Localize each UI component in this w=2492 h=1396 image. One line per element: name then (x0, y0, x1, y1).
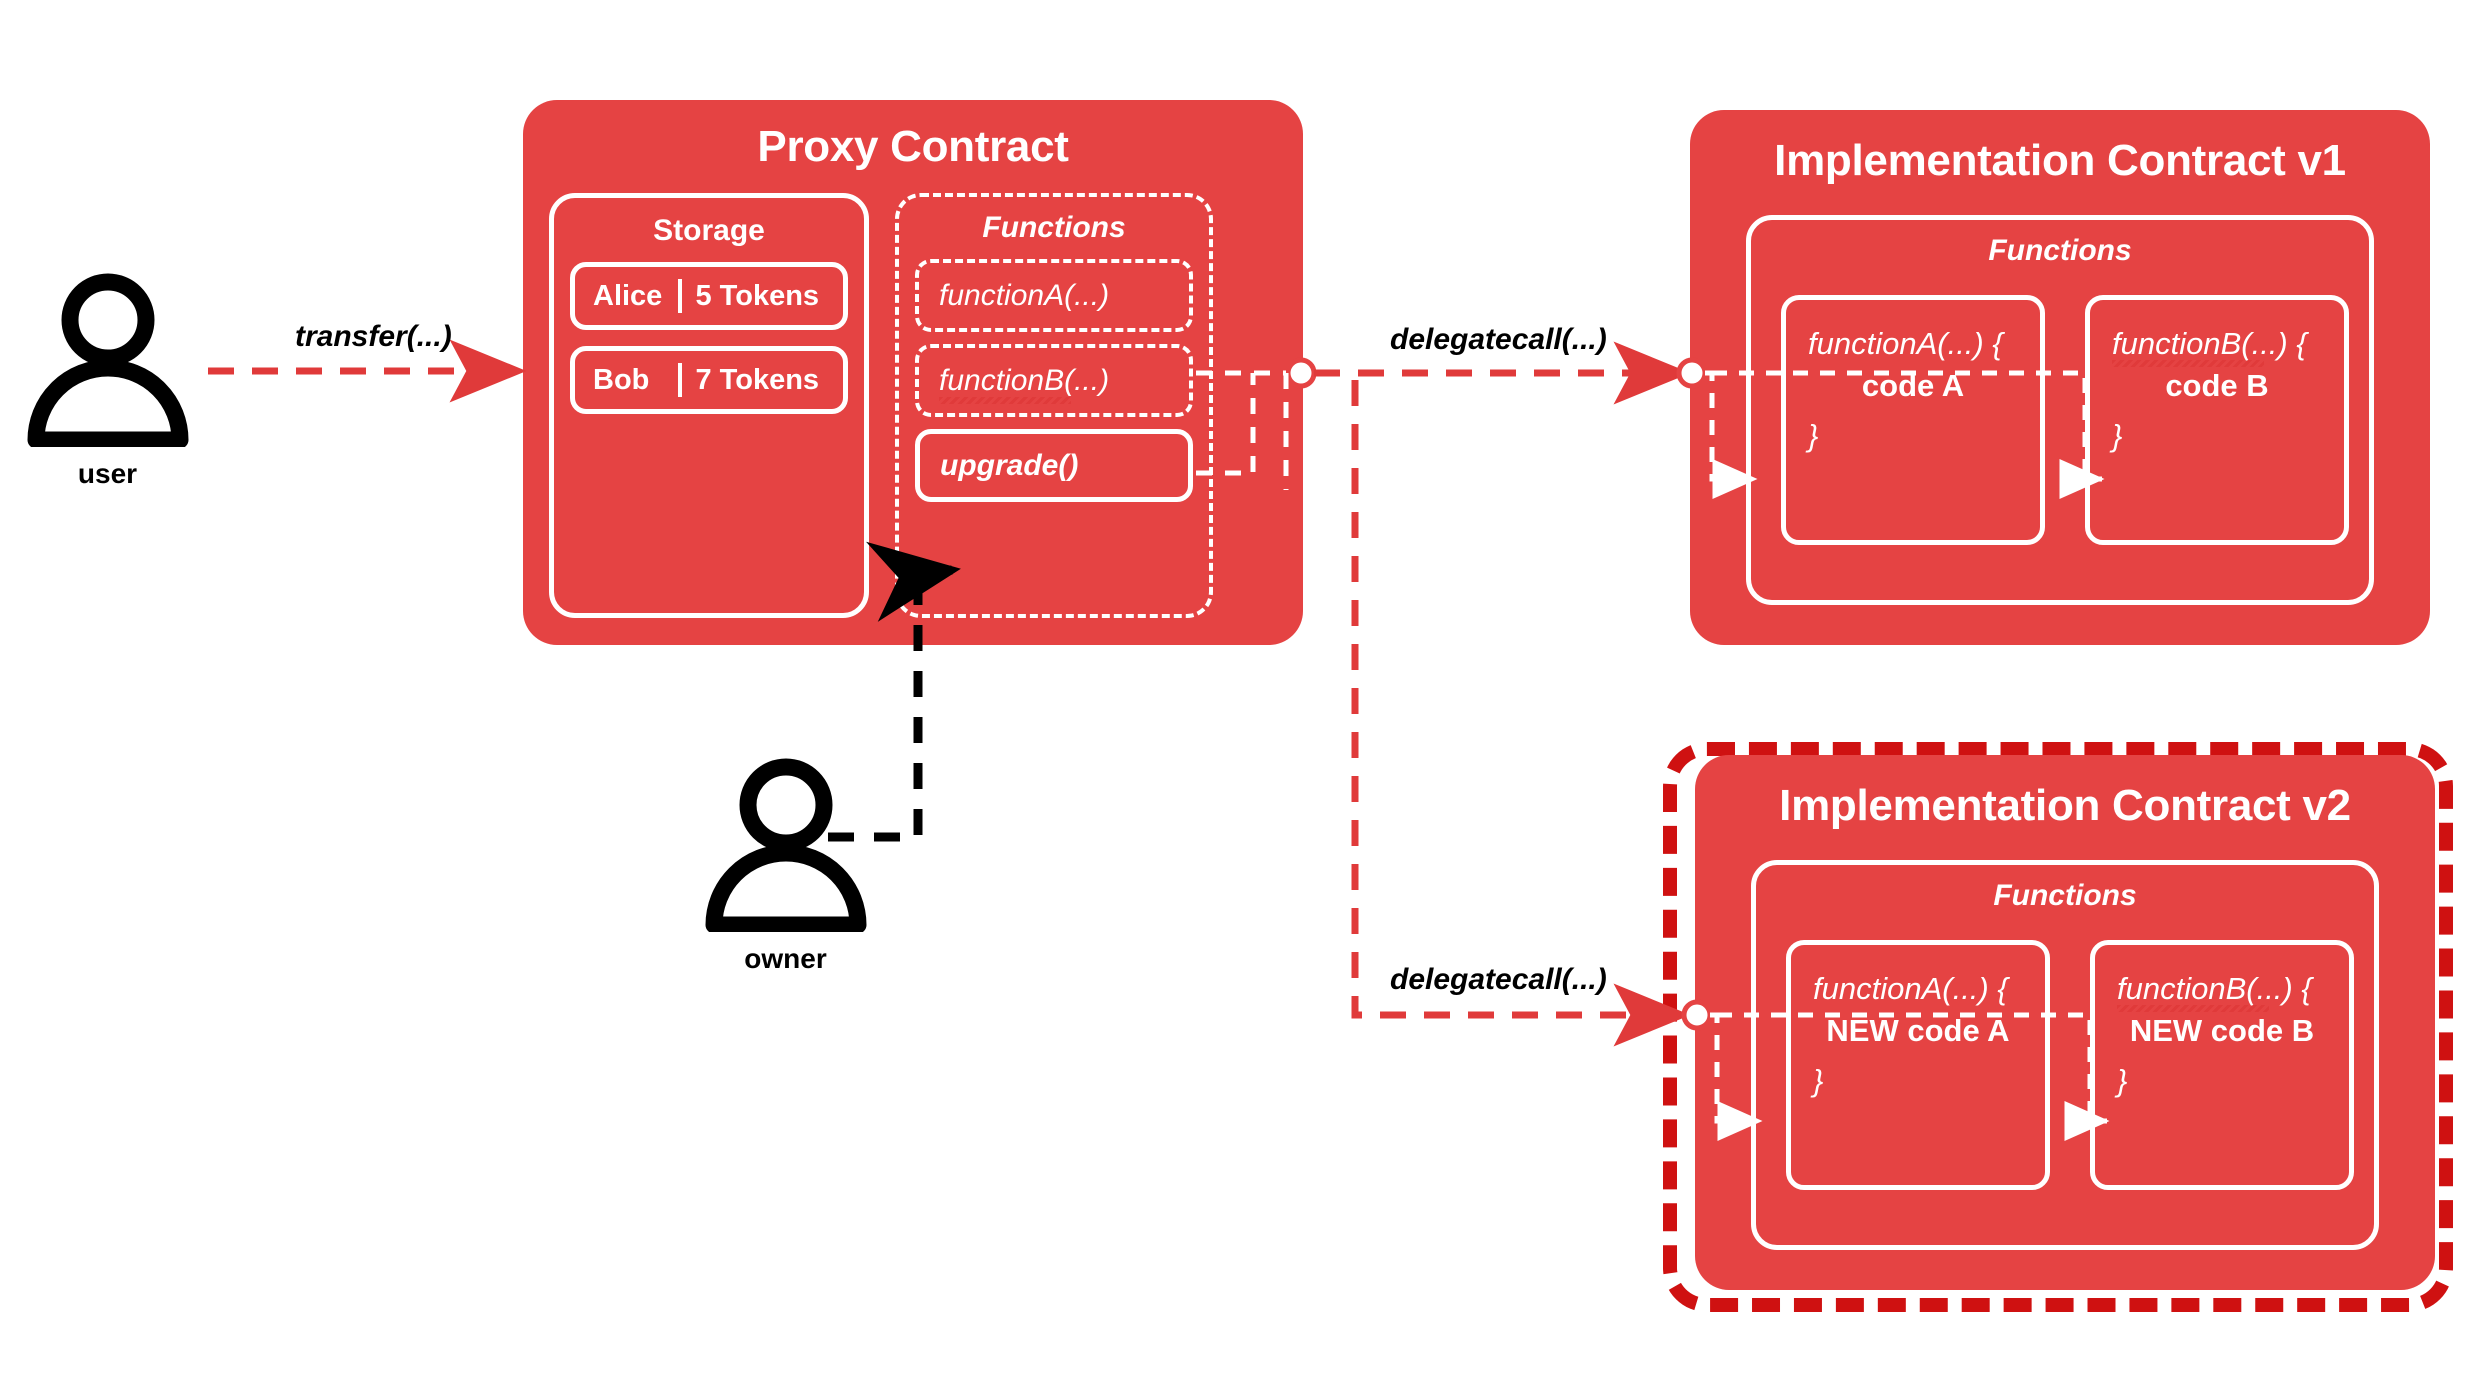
proxy-storage-box: Storage Alice 5 Tokens Bob 7 Tokens (549, 193, 869, 618)
proxy-function-label: functionB(...) (939, 363, 1110, 404)
impl-v1-title: Implementation Contract v1 (1774, 136, 2346, 185)
code-close-brace: } (2117, 1062, 2128, 1098)
code-body: NEW code A (1826, 1012, 2010, 1048)
edge-label-transfer: transfer(...) (295, 320, 452, 353)
edge-label-delegatecall-v1: delegatecall(...) (1390, 323, 1607, 356)
impl-v1-code-box-functionA[interactable]: functionA(...) { code A } (1781, 295, 2045, 545)
proxy-function-label: upgrade() (940, 448, 1079, 482)
impl-v2-contract-card: Implementation Contract v2 Functions fun… (1695, 755, 2435, 1290)
proxy-function-upgrade[interactable]: upgrade() (915, 429, 1193, 502)
storage-slot-divider (677, 279, 682, 313)
storage-slot-key: Alice (593, 279, 663, 312)
proxy-function-functionA[interactable]: functionA(...) (915, 259, 1193, 332)
proxy-contract-title: Proxy Contract (757, 122, 1069, 171)
impl-v2-code-box-functionA[interactable]: functionA(...) { NEW code A } (1786, 940, 2050, 1190)
code-close-brace: } (2112, 417, 2123, 453)
storage-title: Storage (653, 214, 765, 247)
code-signature: functionB(...) { (2112, 326, 2307, 367)
proxy-functions-title: Functions (982, 211, 1126, 244)
impl-v1-function-row: functionA(...) { code A } functionB(...)… (1781, 295, 2349, 545)
impl-v2-functions-box: Functions functionA(...) { NEW code A } … (1751, 860, 2379, 1250)
code-close-brace: } (1808, 417, 1819, 453)
code-body: code B (2165, 367, 2269, 403)
proxy-contract-card: Proxy Contract Storage Alice 5 Tokens Bo… (523, 100, 1303, 645)
actor-owner: owner (688, 757, 883, 975)
impl-v1-code-box-functionB[interactable]: functionB(...) { code B } (2085, 295, 2349, 545)
actor-owner-label: owner (744, 943, 827, 974)
proxy-function-label: functionA(...) (939, 278, 1110, 312)
proxy-functions-box: Functions functionA(...) functionB(...) … (895, 193, 1213, 618)
impl-v2-function-row: functionA(...) { NEW code A } functionB(… (1786, 940, 2354, 1190)
person-icon (705, 758, 866, 934)
storage-slot-key: Bob (593, 363, 650, 396)
storage-slot: Alice 5 Tokens (570, 262, 848, 330)
impl-v2-code-box-functionB[interactable]: functionB(...) { NEW code B } (2090, 940, 2354, 1190)
code-signature: functionA(...) { (1813, 971, 2008, 1006)
actor-user: user (10, 272, 205, 490)
code-signature: functionA(...) { (1808, 326, 2003, 361)
edge-delegatecall-v2-line (1351, 380, 1691, 1047)
edge-label-delegatecall-v2: delegatecall(...) (1390, 963, 1607, 996)
proxy-columns: Storage Alice 5 Tokens Bob 7 Tokens Func… (549, 193, 1277, 618)
impl-v1-functions-box: Functions functionA(...) { code A } func… (1746, 215, 2374, 605)
impl-v1-contract-card: Implementation Contract v1 Functions fun… (1690, 110, 2430, 645)
code-close-brace: } (1813, 1062, 1824, 1098)
storage-slot-value: 7 Tokens (695, 363, 820, 396)
code-body: code A (1861, 367, 1965, 403)
storage-slot-value: 5 Tokens (695, 279, 820, 312)
code-body: NEW code B (2129, 1012, 2315, 1048)
storage-slot: Bob 7 Tokens (570, 346, 848, 414)
storage-slot-divider (677, 363, 682, 397)
proxy-function-functionB[interactable]: functionB(...) (915, 344, 1193, 417)
impl-v1-functions-title: Functions (1988, 234, 2132, 267)
code-signature: functionB(...) { (2117, 971, 2312, 1012)
impl-v2-functions-title: Functions (1993, 879, 2137, 912)
person-icon (27, 273, 188, 449)
impl-v2-title: Implementation Contract v2 (1779, 781, 2351, 830)
actor-user-label: user (77, 458, 138, 489)
